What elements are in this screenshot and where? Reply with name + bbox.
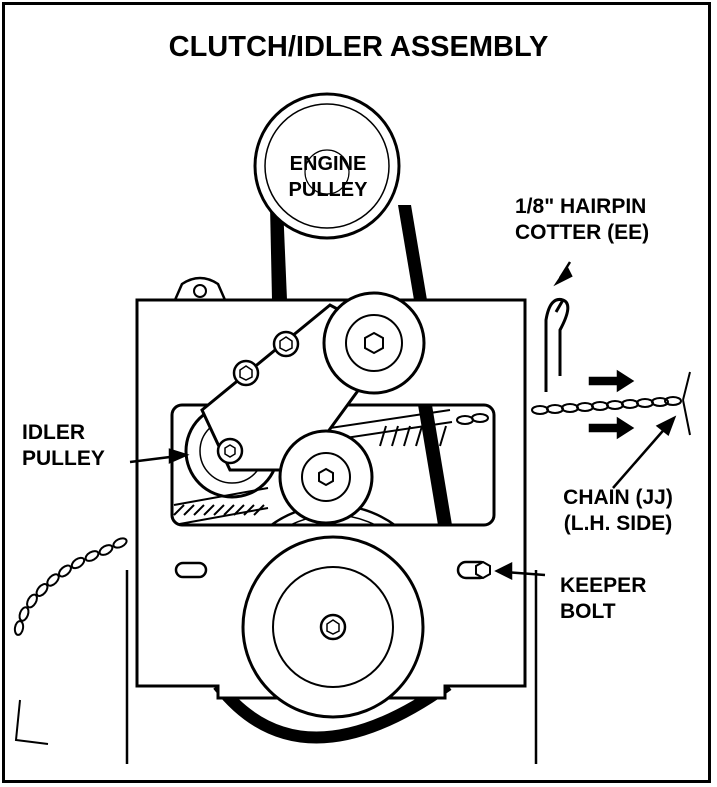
hairpin-cotter-label-line1: 1/8" HAIRPIN xyxy=(515,195,647,218)
plate-tab xyxy=(173,276,227,302)
chain-label: CHAIN (JJ) (L.H. SIDE) xyxy=(538,485,698,537)
engine-pulley-label: ENGINE PULLEY xyxy=(263,151,393,203)
side-rails xyxy=(125,570,538,764)
lower-idler-pulley xyxy=(278,429,374,525)
chain-label-line1: CHAIN (JJ) xyxy=(563,486,673,509)
drive-wheel xyxy=(213,680,452,744)
drive-belt xyxy=(270,205,427,300)
drive-pulley xyxy=(241,535,425,719)
idler-pulley-label-line1: IDLER xyxy=(22,421,85,444)
engine-pulley-label-line1: ENGINE xyxy=(289,153,367,175)
diagram-title: CLUTCH/IDLER ASSEMBLY xyxy=(168,31,549,63)
keeper-bolt-label-line1: KEEPER xyxy=(560,574,647,597)
keeper-bolt-label-line2: BOLT xyxy=(560,600,616,623)
chain-label-line2: (L.H. SIDE) xyxy=(563,512,673,535)
keeper-bolt-label: KEEPER BOLT xyxy=(560,573,646,625)
idler-pulley-label: IDLER PULLEY xyxy=(22,420,105,472)
hairpin-cotter-label: 1/8" HAIRPIN COTTER (EE) xyxy=(515,194,649,246)
hairpin-cotter-icon xyxy=(544,297,570,392)
chain-left xyxy=(13,537,128,745)
idler-pulley-label-line2: PULLEY xyxy=(22,447,105,470)
hairpin-cotter-label-line2: COTTER (EE) xyxy=(515,221,650,244)
chain-right xyxy=(456,371,691,436)
keeper-bolt xyxy=(456,560,491,580)
upper-idler-pulley xyxy=(322,291,426,395)
engine-pulley-label-line2: PULLEY xyxy=(288,179,368,201)
plate-slot xyxy=(174,561,208,579)
plate-bolts xyxy=(232,330,300,387)
callout-arrows xyxy=(129,261,677,581)
engine-pulley xyxy=(253,92,401,240)
